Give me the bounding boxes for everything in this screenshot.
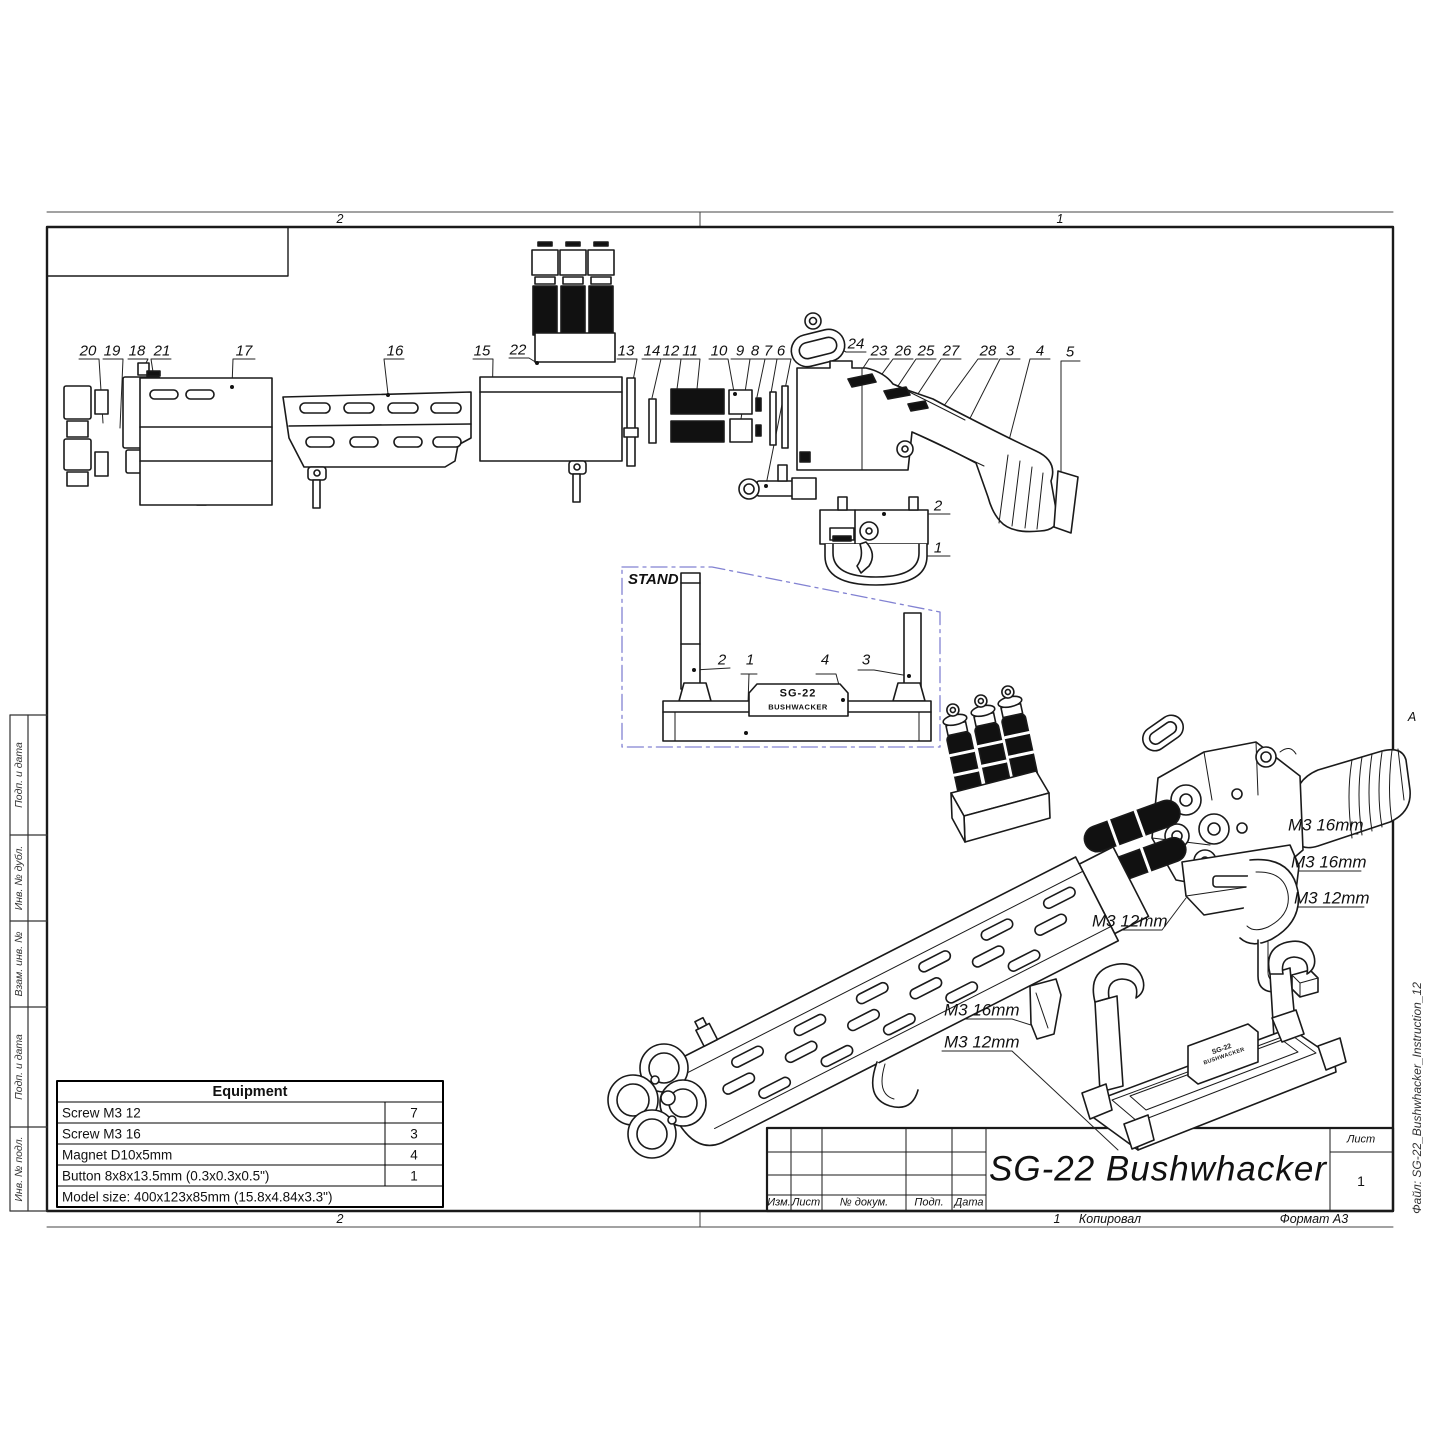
zone-marker-bottom-right: 1 (1053, 1211, 1061, 1226)
zone-marker-top-left: 2 (336, 211, 344, 226)
part-label-26: 26 (894, 342, 912, 360)
copied-label: Копировал (1078, 1211, 1142, 1226)
part-label-27: 27 (942, 342, 960, 360)
part-label-6: 6 (776, 342, 786, 360)
part-label-20: 20 (79, 342, 97, 360)
stand-title: STAND (628, 571, 679, 588)
screw-label-m3-16-c: M3 16mm (944, 1000, 1020, 1020)
titleblock-col-list: Лист (791, 1196, 821, 1209)
part-label-19: 19 (103, 342, 121, 360)
titleblock-col-data: Дата (954, 1196, 984, 1209)
equipment-row-name: Magnet D10x5mm (62, 1147, 173, 1163)
part-label-22: 22 (509, 341, 527, 359)
part-label-14: 14 (643, 342, 661, 360)
screw-label-m3-16-b: M3 16mm (1291, 852, 1367, 872)
stamp-cell-label: Взам. инв. № (12, 931, 25, 997)
stamp-cell-label: Подп. и дата (12, 742, 25, 808)
format-label: Формат А3 (1279, 1211, 1349, 1226)
screw-label-m3-12-a: M3 12mm (1294, 888, 1370, 908)
equipment-row-name: Screw M3 16 (62, 1126, 141, 1142)
part-label-9: 9 (735, 342, 745, 360)
part-label-13: 13 (617, 342, 635, 360)
trigger-part-label-2: 2 (933, 497, 943, 515)
zone-marker-top-right: 1 (1056, 211, 1064, 226)
part-label-18: 18 (128, 342, 146, 360)
part-label-24: 24 (847, 335, 865, 353)
titleblock-col-dokum: № докум. (839, 1196, 889, 1209)
stand-part-label-2: 2 (717, 651, 727, 669)
part-label-25: 25 (917, 342, 935, 360)
screw-label-m3-12-b: M3 12mm (1092, 911, 1168, 931)
stand-plate-line1: SG-22 (779, 687, 817, 700)
zone-marker-bottom-left: 2 (336, 1211, 344, 1226)
equipment-row-name: Screw M3 12 (62, 1105, 141, 1121)
part-label-16: 16 (386, 342, 404, 360)
stamp-cell-label: Подп. и дата (12, 1034, 25, 1100)
stand-part-label-1: 1 (745, 651, 755, 669)
sheet-number: 1 (1357, 1173, 1365, 1189)
trigger-part-label-1: 1 (933, 539, 943, 557)
stand-part-label-3: 3 (861, 651, 871, 669)
part-label-21: 21 (153, 342, 171, 360)
equipment-row-qty: 3 (410, 1126, 418, 1142)
drawing-title: SG-22 Bushwhacker (989, 1149, 1327, 1189)
screw-label-m3-16-a: M3 16mm (1288, 815, 1364, 835)
equipment-table-title: Equipment (212, 1083, 288, 1100)
stand-plate-line2: BUSHWACKER (768, 702, 828, 712)
part-label-10: 10 (710, 342, 728, 360)
part-label-3: 3 (1005, 342, 1015, 360)
sheet-label: Лист (1346, 1133, 1376, 1146)
stand-part-label-4: 4 (820, 651, 830, 669)
titleblock-col-izm: Изм. (767, 1196, 791, 1209)
part-label-15: 15 (473, 342, 491, 360)
part-label-7: 7 (763, 342, 773, 360)
zone-marker-side: A (1407, 709, 1417, 724)
equipment-row-qty: 7 (410, 1105, 418, 1121)
part-label-17: 17 (235, 342, 253, 360)
titleblock-col-podp: Подп. (914, 1196, 944, 1209)
stamp-cell-label: Инв. № дубл. (12, 845, 25, 911)
equipment-row-name: Button 8x8x13.5mm (0.3x0.3x0.5") (62, 1168, 270, 1184)
part-label-4: 4 (1035, 342, 1045, 360)
part-label-5: 5 (1065, 343, 1075, 361)
part-label-12: 12 (662, 342, 680, 360)
file-name-label: Файл: SG-22_Bushwhacker_Instruction_12 (1410, 982, 1424, 1214)
equipment-model-size: Model size: 400x123x85mm (15.8x4.84x3.3"… (62, 1189, 333, 1205)
screw-label-m3-12-c: M3 12mm (944, 1032, 1020, 1052)
part-label-8: 8 (750, 342, 760, 360)
equipment-row-qty: 4 (410, 1147, 418, 1163)
part-label-11: 11 (682, 342, 698, 360)
equipment-row-qty: 1 (410, 1168, 418, 1184)
part-label-23: 23 (870, 342, 888, 360)
stamp-cell-label: Инв. № подл. (12, 1136, 25, 1202)
part-label-28: 28 (979, 342, 997, 360)
